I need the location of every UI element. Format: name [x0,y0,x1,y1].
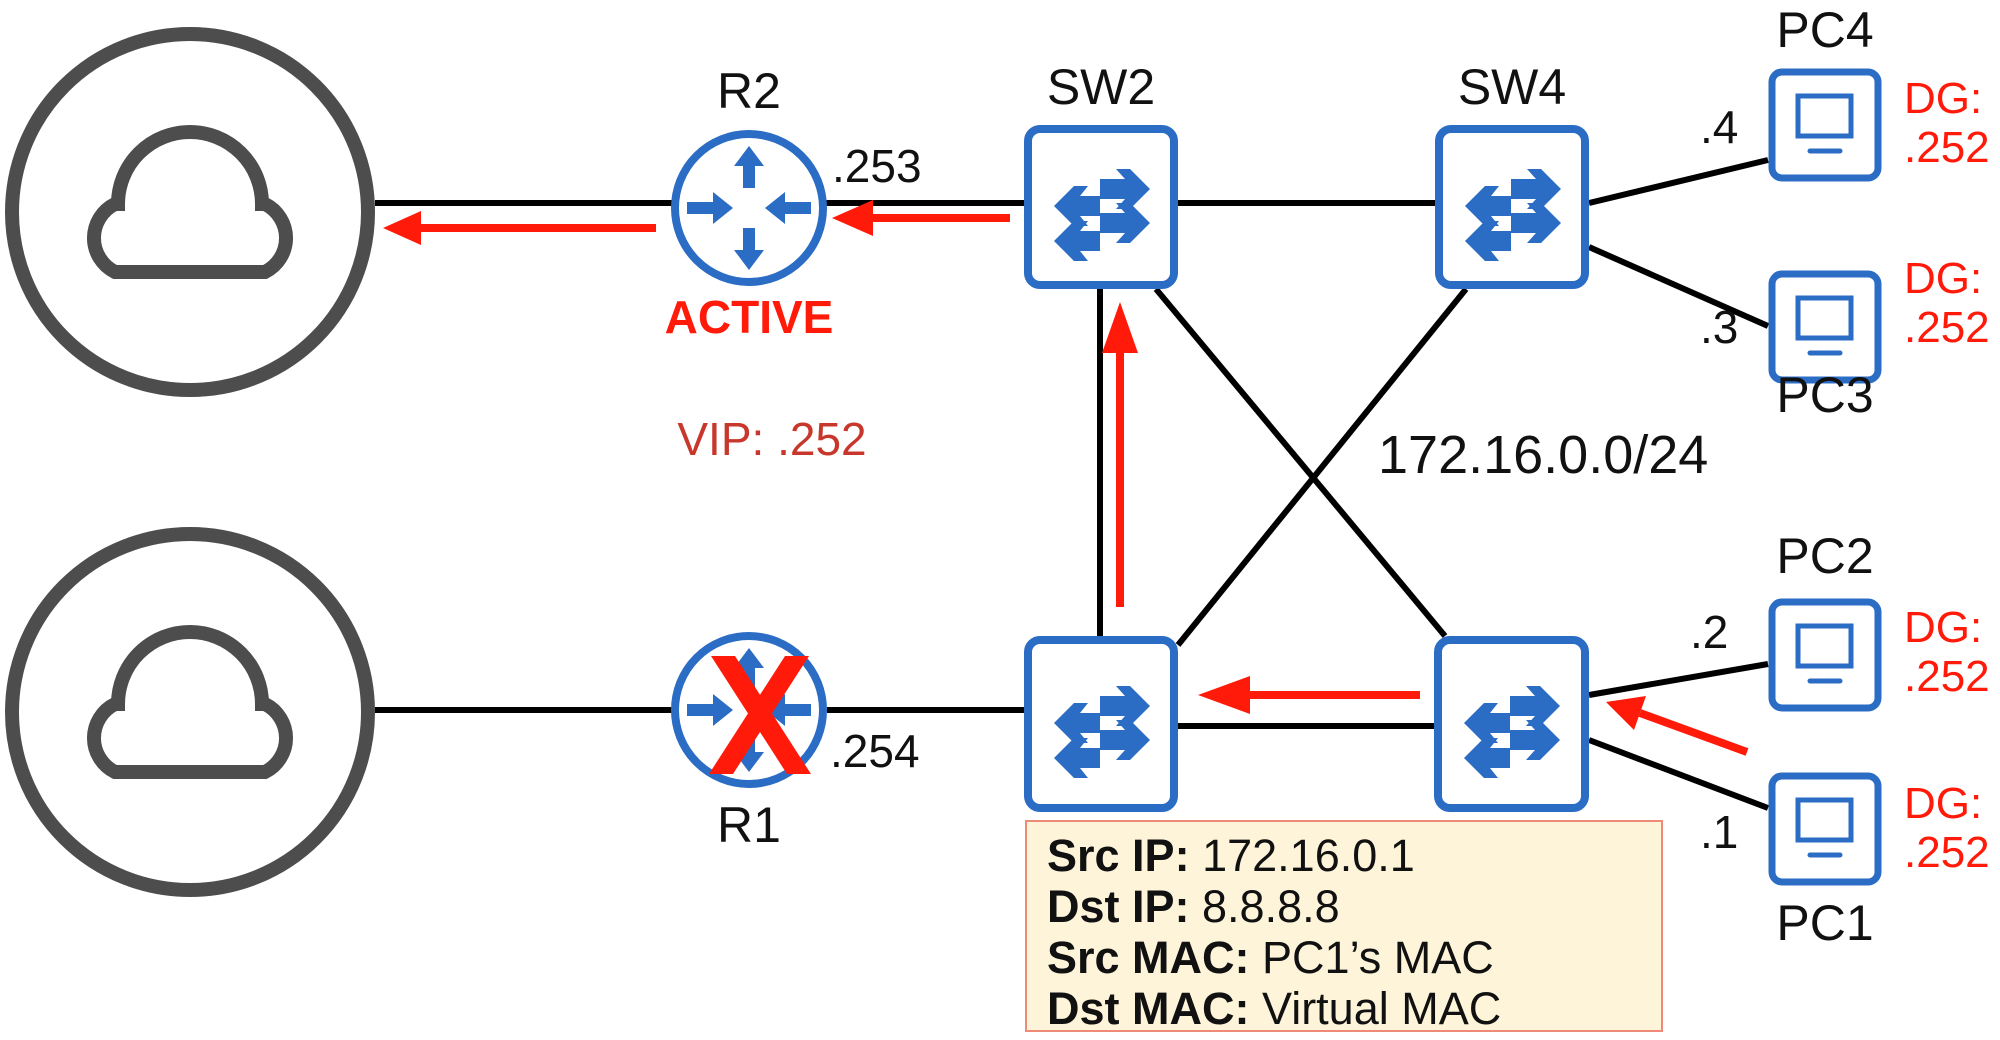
pc1-dg-value: .252 [1904,828,1990,877]
link-sw4-pc4 [1588,157,1769,206]
router-r1-label: R1 [717,797,781,853]
pc2-dg-value: .252 [1904,652,1990,701]
switch-sw2[interactable] [1024,125,1178,289]
router-r1[interactable] [671,632,827,788]
pc3-label: PC3 [1776,367,1873,423]
cloud-icon [94,632,286,772]
packet-key: Src MAC: [1047,932,1250,983]
packet-key: Dst IP: [1047,881,1190,932]
packet-value: 8.8.8.8 [1202,881,1340,932]
packet-row-dst-ip: Dst IP: 8.8.8.8 [1047,881,1661,932]
pc4-ip: .4 [1700,101,1738,153]
packet-value: PC1’s MAC [1262,932,1494,983]
switch-sw4[interactable] [1435,125,1589,289]
vip-label: VIP: .252 [677,413,866,465]
switch-sw2-label: SW2 [1047,59,1155,115]
subnet-label: 172.16.0.0/24 [1378,425,1708,485]
pc4-label: PC4 [1776,2,1873,58]
pc3-dg-label: DG: [1904,254,1982,303]
switch-sw4-label: SW4 [1458,59,1566,115]
packet-info-box: Src IP: 172.16.0.1 Dst IP: 8.8.8.8 Src M… [1025,820,1663,1034]
flow-arrow-pc1-to-switch [1606,696,1749,756]
pc3-dg-value: .252 [1904,303,1990,352]
link-sw4-swbl [1175,287,1469,647]
pc-pc1[interactable] [1768,772,1882,886]
red-x-icon [709,656,811,774]
pc2-ip: .2 [1690,606,1728,658]
switch-bottom-left[interactable] [1024,636,1178,812]
cloud-icon [94,132,286,272]
router-r2-label: R2 [717,63,781,119]
pc1-dg-label: DG: [1904,779,1982,828]
packet-key: Dst MAC: [1047,983,1250,1034]
packet-row-src-ip: Src IP: 172.16.0.1 [1047,830,1661,881]
pc3-ip: .3 [1700,301,1738,353]
pc1-ip: .1 [1700,806,1738,858]
packet-value: Virtual MAC [1262,983,1502,1034]
pc2-label: PC2 [1776,528,1873,584]
link-sw2-swbr [1153,287,1448,638]
router-r2-status: ACTIVE [665,291,834,343]
cloud-bottom [5,527,375,897]
switch-bottom-right[interactable] [1434,636,1589,812]
links [375,157,1770,811]
pc4-dg-value: .252 [1904,123,1990,172]
link-swbr-pc2 [1588,661,1769,698]
pc1-label: PC1 [1776,895,1873,951]
pc2-dg-label: DG: [1904,603,1982,652]
flow-arrow-switch-to-switch [1198,676,1420,714]
packet-key: Src IP: [1047,830,1190,881]
packet-row-dst-mac: Dst MAC: Virtual MAC [1047,983,1661,1034]
flow-arrow-r2-to-cloud [383,211,656,245]
flow-arrow-up-to-sw2 [1102,302,1138,607]
router-r2[interactable] [671,130,827,286]
packet-value: 172.16.0.1 [1202,830,1415,881]
traffic-path [383,200,1749,756]
pc-pc2[interactable] [1768,598,1882,712]
cloud-top [5,27,375,397]
router-r1-ip: .254 [830,725,920,777]
pc-pc4[interactable] [1768,68,1882,182]
link-swbr-pc1 [1587,737,1770,811]
link-sw4-pc3 [1587,244,1770,329]
flow-arrow-sw2-to-r2 [832,200,1010,236]
packet-row-src-mac: Src MAC: PC1’s MAC [1047,932,1661,983]
pc-pc3[interactable] [1768,270,1882,384]
router-r2-ip: .253 [832,140,922,192]
pc4-dg-label: DG: [1904,74,1982,123]
